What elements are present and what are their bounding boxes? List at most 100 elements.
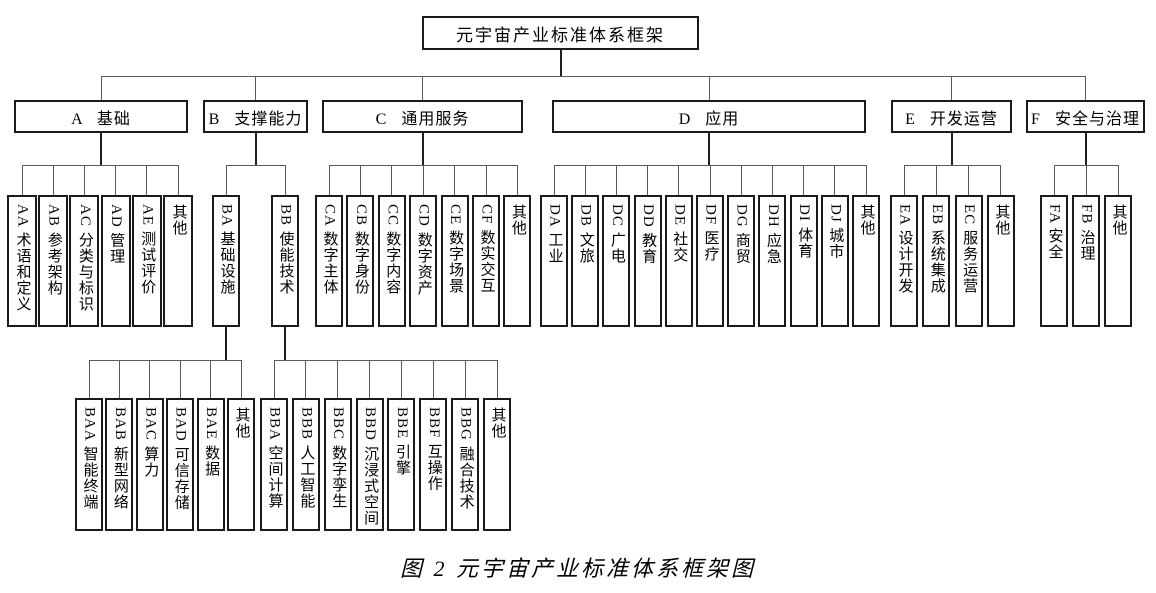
node-ec: EC 服务运营 <box>954 195 983 327</box>
node-label: BBE 引擎 <box>393 407 410 476</box>
node-label: BAA 智能终端 <box>81 407 98 510</box>
node-di: DI 体育 <box>789 195 818 327</box>
connector-line <box>254 133 257 165</box>
node-label: AD 管理 <box>108 204 125 265</box>
connector-line <box>21 165 23 195</box>
connector-line <box>904 165 1001 166</box>
connector-line <box>516 165 518 195</box>
connector-line <box>803 165 805 195</box>
connector-line <box>935 165 937 195</box>
node-dh: DH 应急 <box>758 195 787 327</box>
node-label: 其他 <box>233 407 250 439</box>
node-label: FB 治理 <box>1078 204 1095 262</box>
connector-line <box>118 360 120 398</box>
connector-line <box>284 327 286 360</box>
node-label: DI 体育 <box>796 204 813 259</box>
node-label: AC 分类与标识 <box>76 204 93 312</box>
node-de: DE 社交 <box>664 195 693 327</box>
connector-line <box>22 165 178 166</box>
connector-line <box>1084 133 1087 165</box>
node-bbg: BBG 融合技术 <box>451 398 480 531</box>
node-label: BAC 算力 <box>142 407 159 478</box>
connector-line <box>226 165 285 166</box>
node-ac: AC 分类与标识 <box>69 195 100 327</box>
connector-line <box>968 165 970 195</box>
connector-line <box>615 165 617 195</box>
connector-line <box>421 133 424 165</box>
node-label: EB 系统集成 <box>928 204 945 294</box>
node-label: BA 基础设施 <box>218 204 235 295</box>
node-label: BBC 数字孪生 <box>330 407 347 509</box>
connector-line <box>88 360 90 398</box>
node-label: DJ 城市 <box>827 204 844 260</box>
node-fb: FB 治理 <box>1072 195 1100 327</box>
node-label: CB 数字身份 <box>352 204 369 295</box>
connector-line <box>865 165 867 195</box>
connector-line <box>255 76 256 100</box>
node-label: 其他 <box>489 407 506 439</box>
node-label: FA 安全 <box>1046 204 1063 260</box>
node-label: DC 广电 <box>608 204 625 264</box>
connector-line <box>553 165 555 195</box>
node-e: E 开发运营 <box>891 100 1012 133</box>
connector-line <box>1053 165 1055 195</box>
connector-line <box>369 360 371 398</box>
node-label: BAB 新型网络 <box>111 407 128 510</box>
connector-line <box>422 76 423 100</box>
node-label: DE 社交 <box>671 204 688 263</box>
connector-line <box>274 360 498 361</box>
connector-line <box>485 165 487 195</box>
node-ad: AD 管理 <box>100 195 131 327</box>
connector-line <box>834 165 836 195</box>
node-da: DA 工业 <box>540 195 568 327</box>
node-ce: CE 数字场景 <box>440 195 469 327</box>
connector-line <box>337 360 339 398</box>
node-df: DF 医疗 <box>696 195 724 327</box>
connector-line <box>146 165 148 195</box>
connector-line <box>177 165 179 195</box>
connector-line <box>83 165 85 195</box>
node-label: CC 数字内容 <box>384 204 401 295</box>
node-other: 其他 <box>227 398 255 531</box>
connector-line <box>115 165 117 195</box>
connector-line <box>225 327 227 360</box>
connector-line <box>771 165 773 195</box>
node-label: 其他 <box>993 204 1010 236</box>
node-f: F 安全与治理 <box>1026 100 1145 133</box>
connector-line <box>1085 76 1086 100</box>
node-label: AA 术语和定义 <box>14 204 31 312</box>
connector-line <box>101 76 1086 77</box>
node-ae: AE 测试评价 <box>131 195 162 327</box>
node-other: 其他 <box>483 398 512 531</box>
node-db: DB 文旅 <box>571 195 600 327</box>
figure-caption: 图 2 元宇宙产业标准体系框架图 <box>399 556 756 581</box>
node-label: BBD 沉浸式空间 <box>362 407 379 526</box>
node-label: CA 数字主体 <box>321 204 338 295</box>
node-other: 元宇宙产业标准体系框架 <box>422 16 699 50</box>
connector-line <box>273 360 275 398</box>
node-label: BAE 数据 <box>203 407 220 477</box>
node-ab: AB 参考架构 <box>38 195 69 327</box>
node-ea: EA 设计开发 <box>890 195 918 327</box>
connector-line <box>1085 165 1087 195</box>
connector-line <box>647 165 649 195</box>
node-eb: EB 系统集成 <box>922 195 951 327</box>
node-dc: DC 广电 <box>602 195 631 327</box>
node-a: A 基础 <box>14 100 188 133</box>
node-label: BBA 空间计算 <box>266 407 283 509</box>
node-label: BAD 可信存储 <box>172 407 189 511</box>
node-label: 其他 <box>858 204 875 236</box>
node-bbe: BBE 引擎 <box>387 398 416 531</box>
connector-line <box>284 165 286 195</box>
node-label: DB 文旅 <box>577 204 594 264</box>
node-label: BB 使能技术 <box>277 204 294 295</box>
connector-line <box>708 133 710 165</box>
connector-line <box>391 165 393 195</box>
node-label: DF 医疗 <box>702 204 719 262</box>
connector-line <box>951 76 952 100</box>
connector-line <box>328 165 330 195</box>
node-cd: CD 数字资产 <box>409 195 438 327</box>
node-baa: BAA 智能终端 <box>75 398 103 531</box>
connector-line <box>1000 165 1002 195</box>
